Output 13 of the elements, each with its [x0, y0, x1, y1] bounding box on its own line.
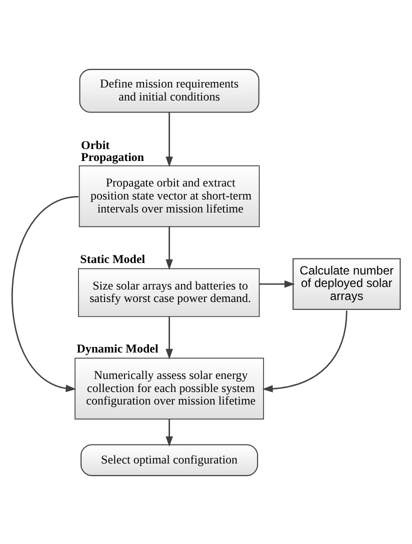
arrow [12, 196, 79, 392]
arrow [258, 280, 295, 288]
node-label: Static Model [80, 251, 146, 266]
arrow [166, 316, 173, 359]
arrow [166, 226, 173, 270]
node-box: Select optimal configuration [80, 444, 258, 476]
arrow [166, 112, 173, 167]
arrow [262, 310, 348, 392]
node-label: Dynamic Model [76, 340, 158, 355]
arrow [166, 418, 173, 446]
node-label: Orbit Propagation [81, 137, 144, 164]
node-box: Calculate number of deployed solar arrays [292, 258, 401, 310]
node-box: Define mission requirements and initial conditions [79, 68, 260, 112]
